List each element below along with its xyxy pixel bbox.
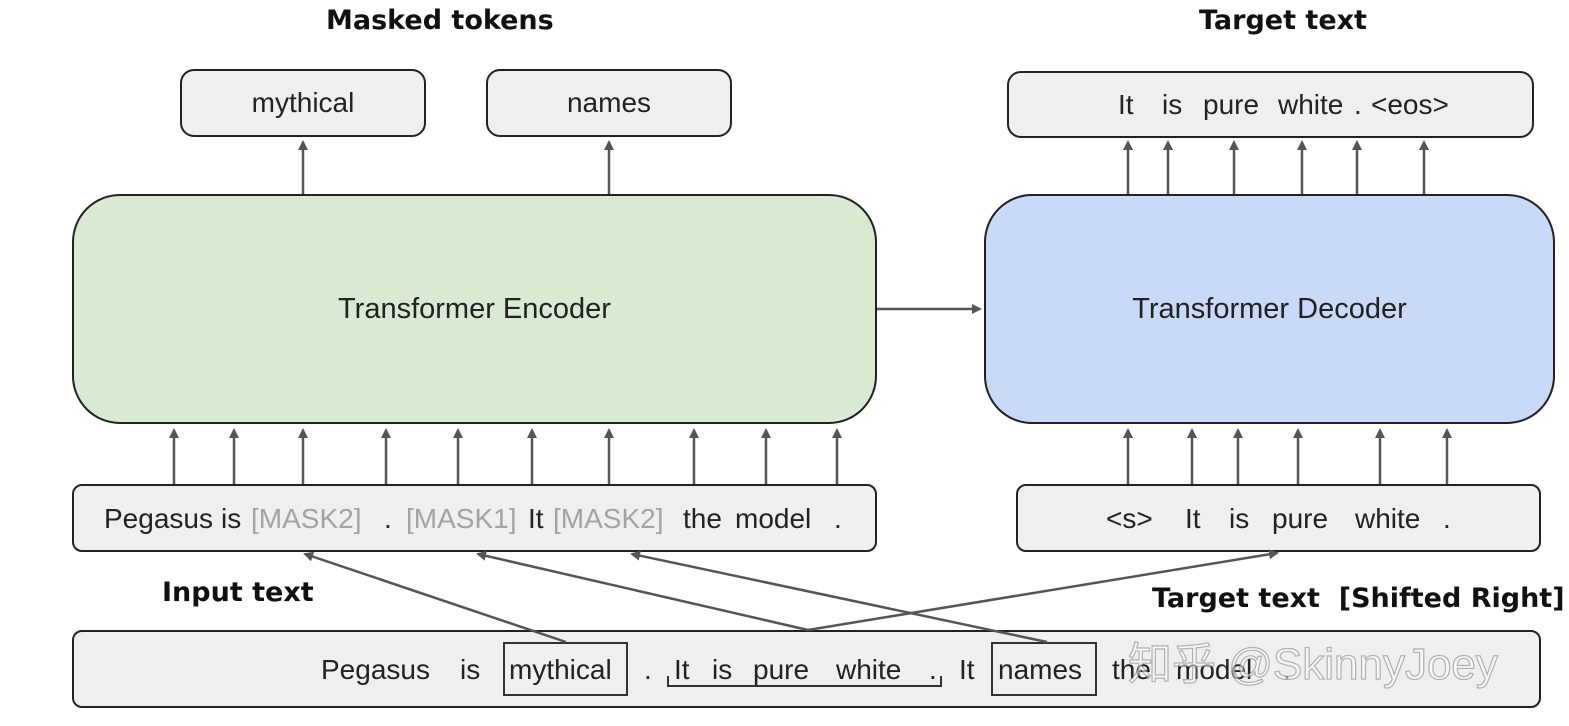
source-token: white (836, 654, 902, 685)
encoder-input-token: . (384, 503, 392, 534)
arrow-sentence-to-mask1 (476, 550, 809, 632)
arrow-mythical-to-mask2 (303, 551, 567, 644)
encoder-input-token: It (528, 503, 544, 534)
decoder-input-token: It (1185, 503, 1201, 534)
input-text-title: Input text (162, 577, 314, 608)
encoder-input-token: model (735, 503, 812, 534)
encoder-input-mask-token: [MASK2] (553, 503, 664, 534)
transformer-encoder: Transformer Encoder (72, 194, 877, 424)
decoder-input-token: pure (1272, 503, 1329, 534)
source-token: is (712, 654, 733, 685)
source-token: the (1112, 654, 1151, 685)
arrow-sentence-to-decoder (807, 549, 1279, 632)
source-token: . (644, 654, 652, 685)
decoder-input-token: . (1443, 503, 1451, 534)
target-text-title: Target text (1199, 5, 1367, 36)
masked-output-mythical: mythical (180, 69, 426, 137)
source-token: model (1176, 654, 1253, 685)
arrow-names-to-mask2 (630, 550, 1048, 644)
source-token: pure (753, 654, 810, 685)
masked-tokens-title: Masked tokens (326, 5, 554, 36)
sentence-bracket (667, 676, 942, 687)
encoder-input-mask-token: [MASK2] (251, 503, 362, 534)
source-token: . (1283, 654, 1291, 685)
encoder-input-mask-token: [MASK1] (406, 503, 517, 534)
source-token: It (959, 654, 975, 685)
decoder-input-token: <s> (1106, 503, 1153, 534)
decoder-input-token: white (1355, 503, 1421, 534)
encoder-input-box (72, 484, 877, 552)
target-output-box (1007, 71, 1534, 138)
transformer-decoder: Transformer Decoder (984, 194, 1555, 424)
target-shifted-title: Target text [Shifted Right] (1152, 583, 1565, 614)
source-token: It (674, 654, 690, 685)
encoder-input-token: . (834, 503, 842, 534)
encoder-input-token: Pegasus (104, 503, 213, 534)
source-token: is (460, 654, 481, 685)
encoder-input-token: is (221, 503, 242, 534)
target-output-token: is (1162, 89, 1183, 120)
target-output-token: <eos> (1371, 89, 1449, 120)
target-output-token: pure (1203, 89, 1260, 120)
source-token: . (929, 654, 937, 685)
source-text-box (72, 630, 1541, 708)
target-output-token: It (1118, 89, 1134, 120)
target-output-token: . (1354, 89, 1362, 120)
source-token: Pegasus (321, 654, 430, 685)
decoder-input-token: is (1229, 503, 1250, 534)
source-token-masked: names (998, 654, 1083, 685)
source-token-masked: mythical (509, 654, 612, 685)
target-output-token: white (1278, 89, 1344, 120)
encoder-input-token: the (683, 503, 722, 534)
masked-output-names: names (486, 69, 732, 137)
token-mask-highlight (991, 642, 1097, 696)
